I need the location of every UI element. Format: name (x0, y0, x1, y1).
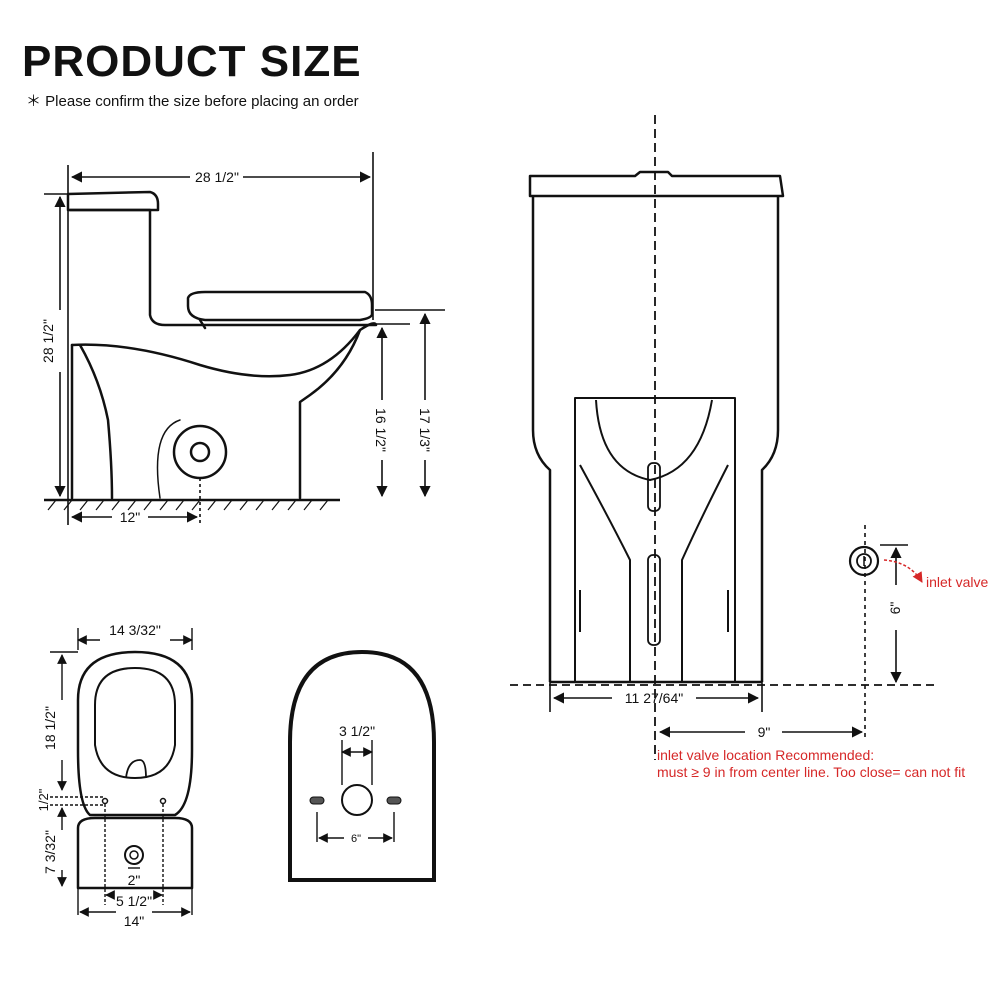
rough-in-label: 12" (120, 509, 141, 525)
seat-lid-shape (186, 290, 374, 322)
side-view-dimensions (44, 152, 445, 525)
hinge-spacing-label: 3 1/2" (339, 723, 375, 739)
outlet-circle-shape (172, 424, 228, 480)
inlet-height-label: 6" (887, 602, 903, 615)
inlet-valve-icon (848, 545, 880, 577)
bowl-height-label: 16 1/2" (373, 408, 389, 452)
tank-body-shape (68, 208, 377, 327)
bolt-spacing-label: 5 1/2" (116, 893, 152, 909)
inlet-pointer-arrow (883, 559, 923, 583)
seat-height-label: 17 1/3" (417, 408, 433, 452)
overall-height-label: 28 1/2" (40, 319, 56, 363)
bowl-length-label: 18 1/2" (42, 706, 58, 750)
hole-spacing-label: 6" (351, 833, 361, 845)
top-view (76, 650, 194, 890)
side-view (66, 190, 378, 500)
overall-length-label: 28 1/2" (195, 169, 239, 185)
bolt-offset-label: 1/2" (36, 788, 51, 811)
bowl-rim-shape (70, 322, 378, 378)
outlet-diameter-label: 2" (128, 872, 141, 888)
rear-depth-label: 7 3/32" (42, 830, 58, 874)
inlet-note-line1: inlet valve location Recommended: (657, 747, 874, 763)
bowl-outline-shape (76, 650, 194, 817)
top-view-dimensions (50, 628, 193, 917)
seat-outline-shape (288, 649, 436, 882)
base-width-label: 11 27/64" (625, 690, 683, 706)
inlet-offset-label: 9" (758, 724, 771, 740)
bottom-width-label: 14" (124, 913, 145, 929)
page-title: PRODUCT SIZE (22, 37, 362, 86)
inlet-valve-label: inlet valve (926, 574, 988, 590)
top-width-label: 14 3/32" (109, 622, 161, 638)
front-tank-lid-shape (528, 170, 785, 198)
seat-view (288, 649, 436, 882)
order-note: ＊ Please confirm the size before placing… (26, 93, 359, 110)
inlet-note-line2: must ≥ 9 in from center line. Too close=… (657, 764, 965, 780)
tank-top-shape (76, 816, 194, 890)
front-view (528, 170, 785, 684)
front-left-side-shape (531, 196, 552, 682)
front-view-dimensions (510, 115, 935, 760)
front-right-side-shape (760, 196, 780, 682)
tank-lid-shape (66, 190, 160, 212)
